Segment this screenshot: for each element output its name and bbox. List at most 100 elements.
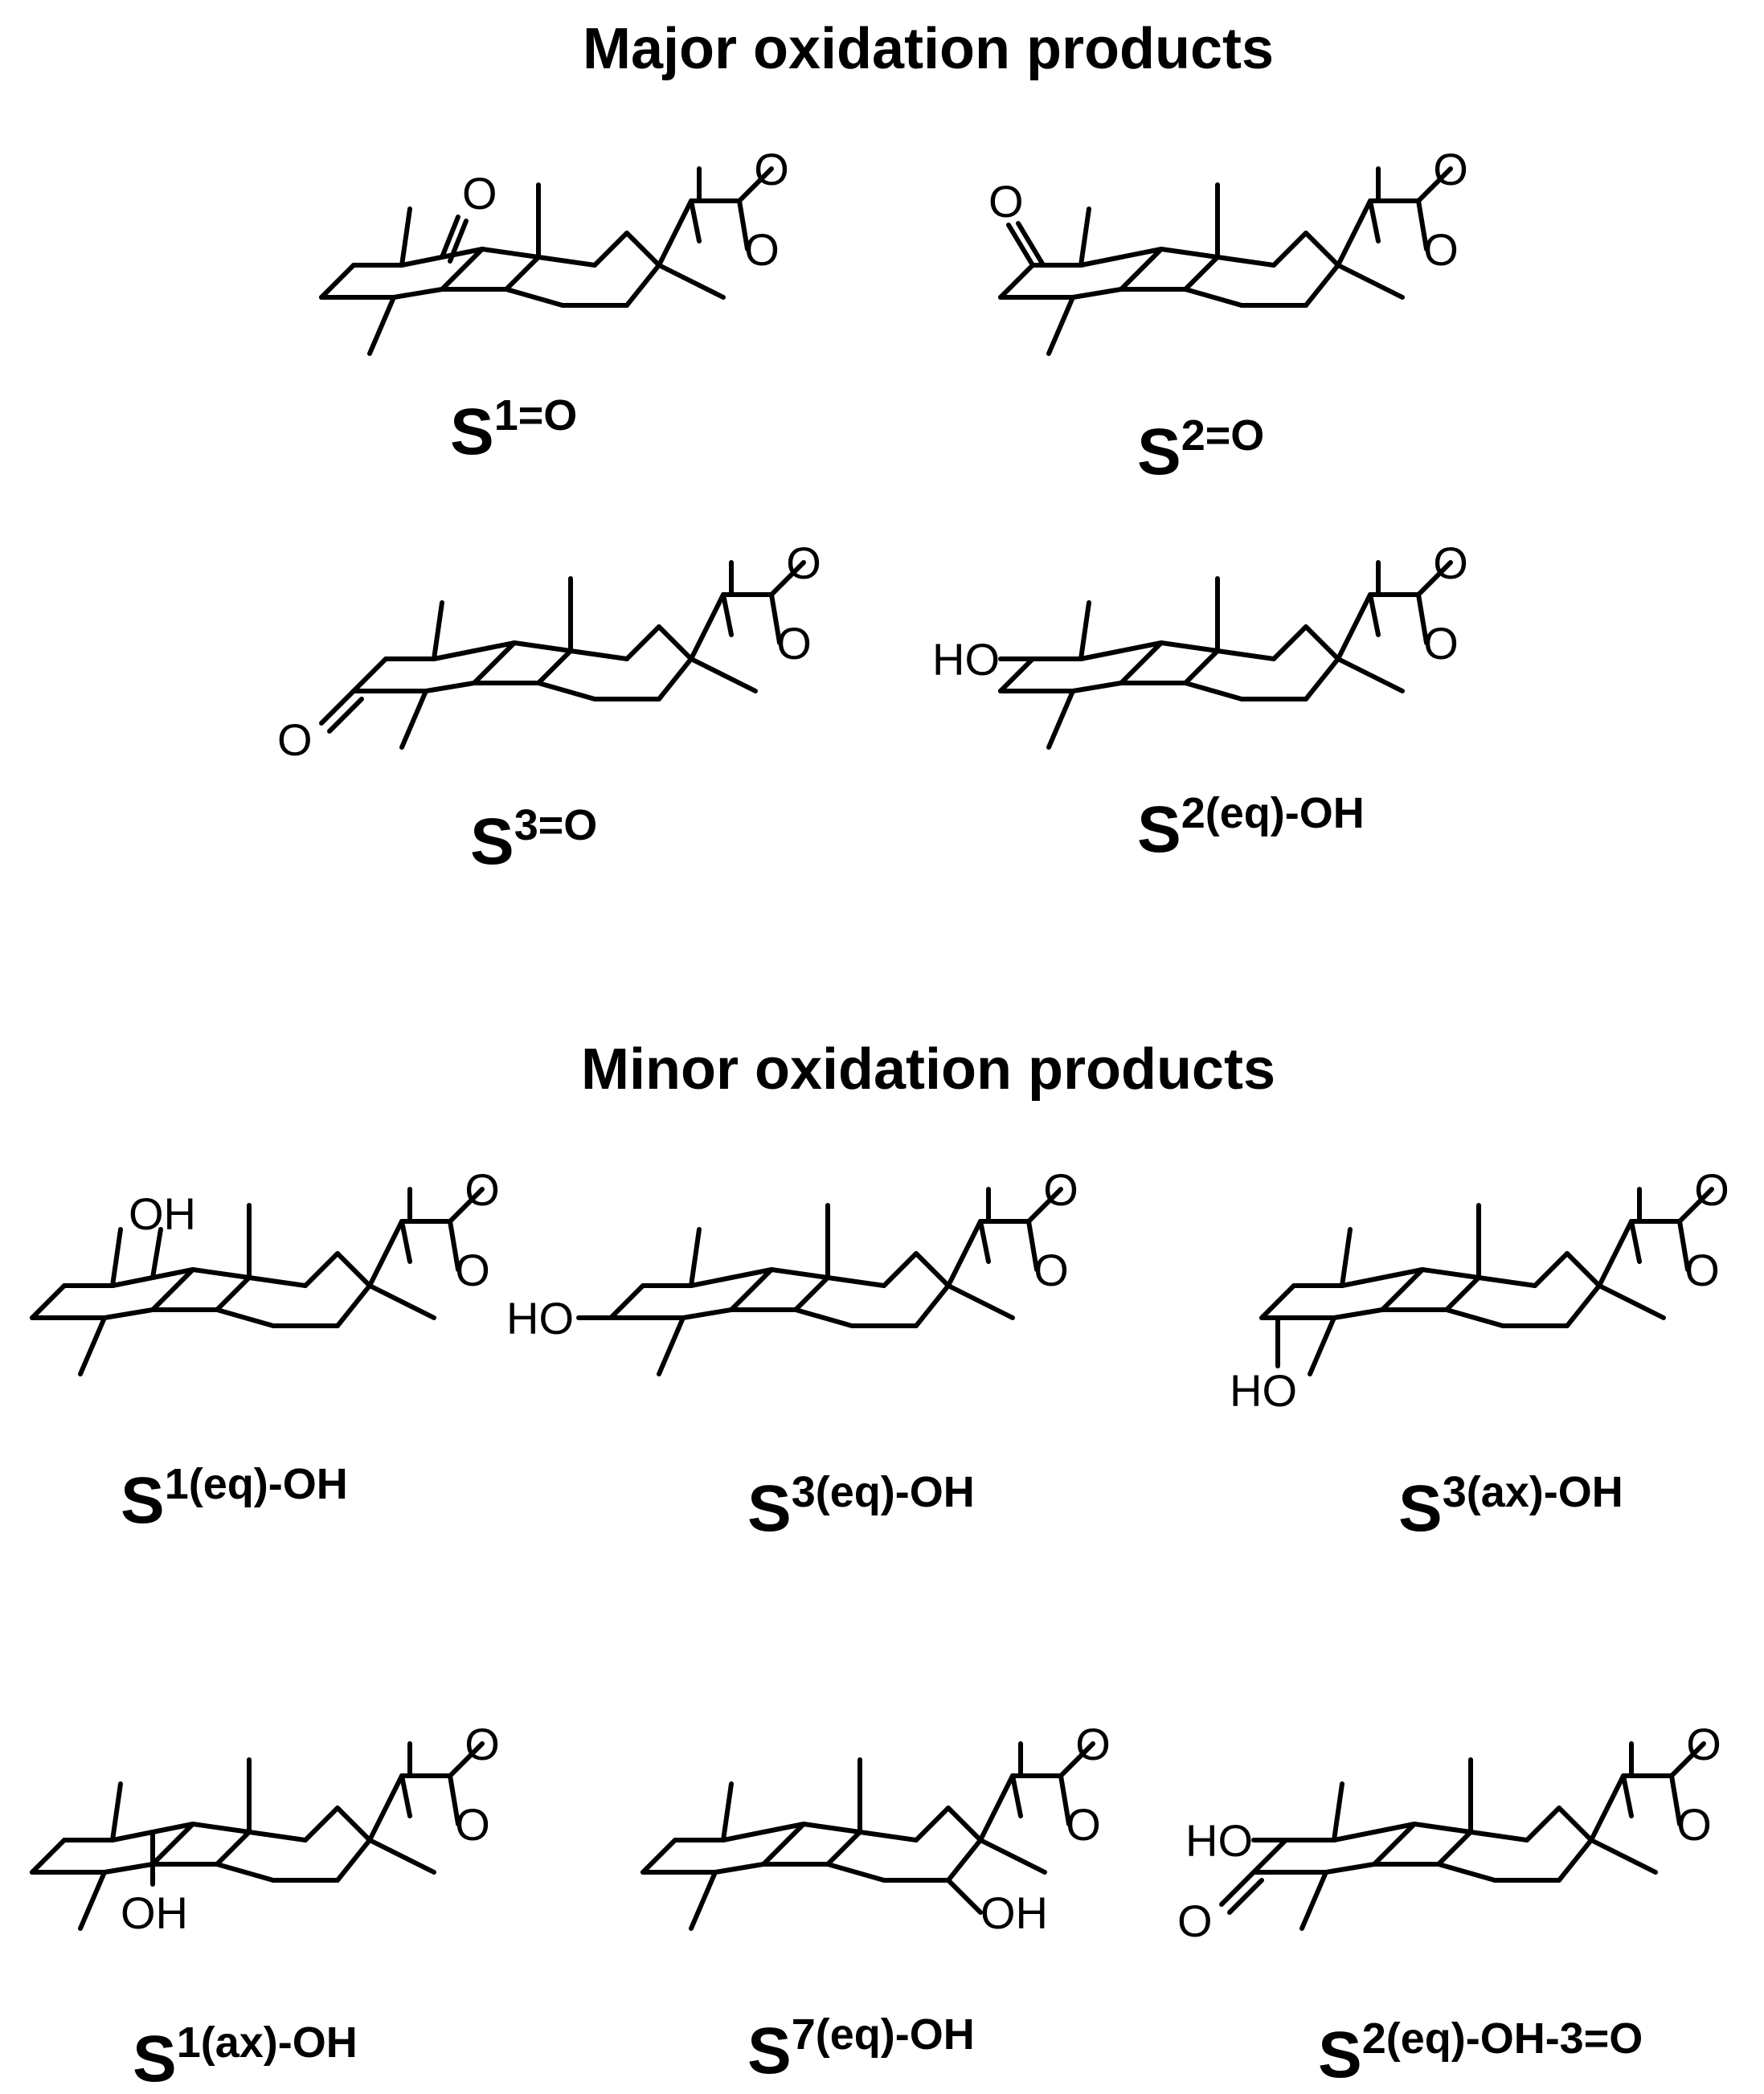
skeleton-bond bbox=[335, 1838, 372, 1883]
skeleton-bond bbox=[1078, 207, 1091, 268]
skeleton-bond bbox=[1336, 656, 1405, 693]
skeleton-bond bbox=[472, 640, 517, 653]
skeleton-bond bbox=[1026, 1219, 1039, 1272]
skeleton-bond bbox=[1597, 1219, 1634, 1288]
skeleton-bond bbox=[215, 1862, 276, 1883]
lactone-oxygen-atom: O bbox=[455, 1245, 490, 1295]
skeleton-bond bbox=[1669, 1773, 1682, 1826]
skeleton-bond bbox=[1677, 1187, 1714, 1224]
skeleton-bond bbox=[1420, 1267, 1481, 1280]
skeleton-bond bbox=[689, 592, 726, 661]
compound-label-superscript: 1(eq)-OH bbox=[165, 1460, 348, 1508]
compound-label-base: S bbox=[121, 1464, 165, 1537]
lactone-oxygen-atom: O bbox=[1684, 1245, 1720, 1295]
compound-label-superscript: 1=O bbox=[494, 391, 578, 440]
molecule-structures: OOOS1=OOOOS2=OOOOS3=OOOHOS2(eq)-OHOOOHS1… bbox=[30, 144, 1729, 2094]
carbonyl-bond bbox=[1016, 221, 1045, 266]
skeleton-bond bbox=[592, 231, 629, 268]
skeleton-bond bbox=[1336, 263, 1405, 300]
skeleton-bond bbox=[215, 1307, 276, 1328]
skeleton-bond bbox=[1332, 1781, 1344, 1842]
skeleton-bond bbox=[215, 1830, 252, 1867]
compound-label-base: S bbox=[1137, 793, 1181, 866]
skeleton-bond bbox=[399, 1773, 412, 1818]
lactone-oxygen-atom: O bbox=[1423, 224, 1459, 275]
skeleton-bond bbox=[110, 1830, 155, 1842]
skeleton-bond bbox=[624, 624, 661, 661]
skeleton-bond bbox=[1324, 1862, 1377, 1875]
hydroxyl-bond bbox=[150, 1227, 163, 1280]
skeleton-bond bbox=[1340, 1227, 1353, 1288]
skeleton-bond bbox=[1380, 1267, 1425, 1312]
skeleton-bond bbox=[448, 1741, 485, 1778]
carbonyl-oxygen-atom: O bbox=[1075, 1719, 1111, 1769]
skeleton-bond bbox=[190, 1822, 252, 1834]
skeleton-bond bbox=[1368, 592, 1381, 637]
skeleton-bond bbox=[432, 600, 444, 661]
hydroxyl-group: OH bbox=[121, 1887, 188, 1938]
skeleton-bond bbox=[150, 1267, 195, 1280]
skeleton-bond bbox=[512, 640, 573, 653]
skeleton-bond bbox=[102, 1862, 155, 1875]
hydroxyl-group: OH bbox=[129, 1188, 196, 1239]
skeleton-bond bbox=[769, 1267, 830, 1280]
skeleton-bond bbox=[480, 247, 541, 260]
skeleton-bond bbox=[978, 1219, 991, 1264]
skeleton-bond bbox=[319, 263, 356, 300]
skeleton-bond bbox=[1436, 1862, 1497, 1883]
carbonyl-bond bbox=[440, 215, 460, 260]
skeleton-bond bbox=[440, 247, 485, 292]
hydroxyl-group: HO bbox=[1185, 1815, 1253, 1866]
skeleton-bond bbox=[737, 166, 774, 203]
skeleton-bond bbox=[641, 1838, 677, 1875]
minor-section-title: Minor oxidation products bbox=[581, 1037, 1275, 1102]
skeleton-bond bbox=[1259, 1283, 1296, 1320]
skeleton-bond bbox=[737, 198, 750, 252]
skeleton-bond bbox=[1304, 231, 1340, 268]
compound-label: S1(eq)-OH bbox=[121, 1460, 348, 1537]
skeleton-bond bbox=[1368, 198, 1381, 243]
skeleton-bond bbox=[793, 1275, 830, 1312]
skeleton-bond bbox=[1565, 1251, 1602, 1288]
skeleton-bond bbox=[1183, 648, 1220, 685]
skeleton-bond bbox=[1159, 640, 1220, 653]
skeleton-bond bbox=[247, 1830, 308, 1842]
skeleton-bond bbox=[1589, 1838, 1658, 1875]
skeleton-bond bbox=[1026, 1187, 1063, 1224]
skeleton-bond bbox=[335, 1806, 372, 1842]
skeleton-bond bbox=[102, 1307, 155, 1320]
skeleton-bond bbox=[657, 624, 694, 661]
skeleton-bond bbox=[914, 1806, 951, 1842]
skeleton-bond bbox=[472, 640, 517, 685]
skeleton-bond bbox=[624, 231, 661, 268]
skeleton-bond bbox=[1159, 247, 1220, 260]
skeleton-bond bbox=[825, 1830, 862, 1867]
skeleton-bond bbox=[247, 1275, 308, 1288]
skeleton-bond bbox=[190, 1267, 252, 1280]
skeleton-bond bbox=[1119, 640, 1164, 685]
skeleton-bond bbox=[1557, 1838, 1594, 1883]
skeleton-bond bbox=[1251, 1838, 1288, 1875]
ketone-oxygen-atom: O bbox=[988, 176, 1024, 227]
skeleton-bond bbox=[1183, 255, 1220, 292]
skeleton-bond bbox=[657, 1315, 686, 1376]
skeleton-bond bbox=[681, 1307, 734, 1320]
skeleton-bond bbox=[914, 1251, 951, 1288]
skeleton-bond bbox=[1183, 287, 1244, 308]
compound-label: S2=O bbox=[1137, 411, 1264, 489]
compound-label-base: S bbox=[1137, 415, 1181, 489]
major-section-title: Major oxidation products bbox=[583, 17, 1274, 81]
skeleton-bond bbox=[689, 198, 702, 243]
skeleton-bond bbox=[1304, 263, 1340, 308]
compound-label-superscript: 2(eq)-OH-3=O bbox=[1362, 2014, 1643, 2063]
skeleton-bond bbox=[536, 255, 597, 268]
skeleton-bond bbox=[1046, 295, 1075, 356]
compound-label-superscript: 2(eq)-OH bbox=[1181, 789, 1365, 837]
skeleton-bond bbox=[367, 1219, 404, 1288]
skeleton-bond bbox=[448, 1773, 460, 1826]
carbonyl-oxygen-atom: O bbox=[1433, 538, 1468, 588]
